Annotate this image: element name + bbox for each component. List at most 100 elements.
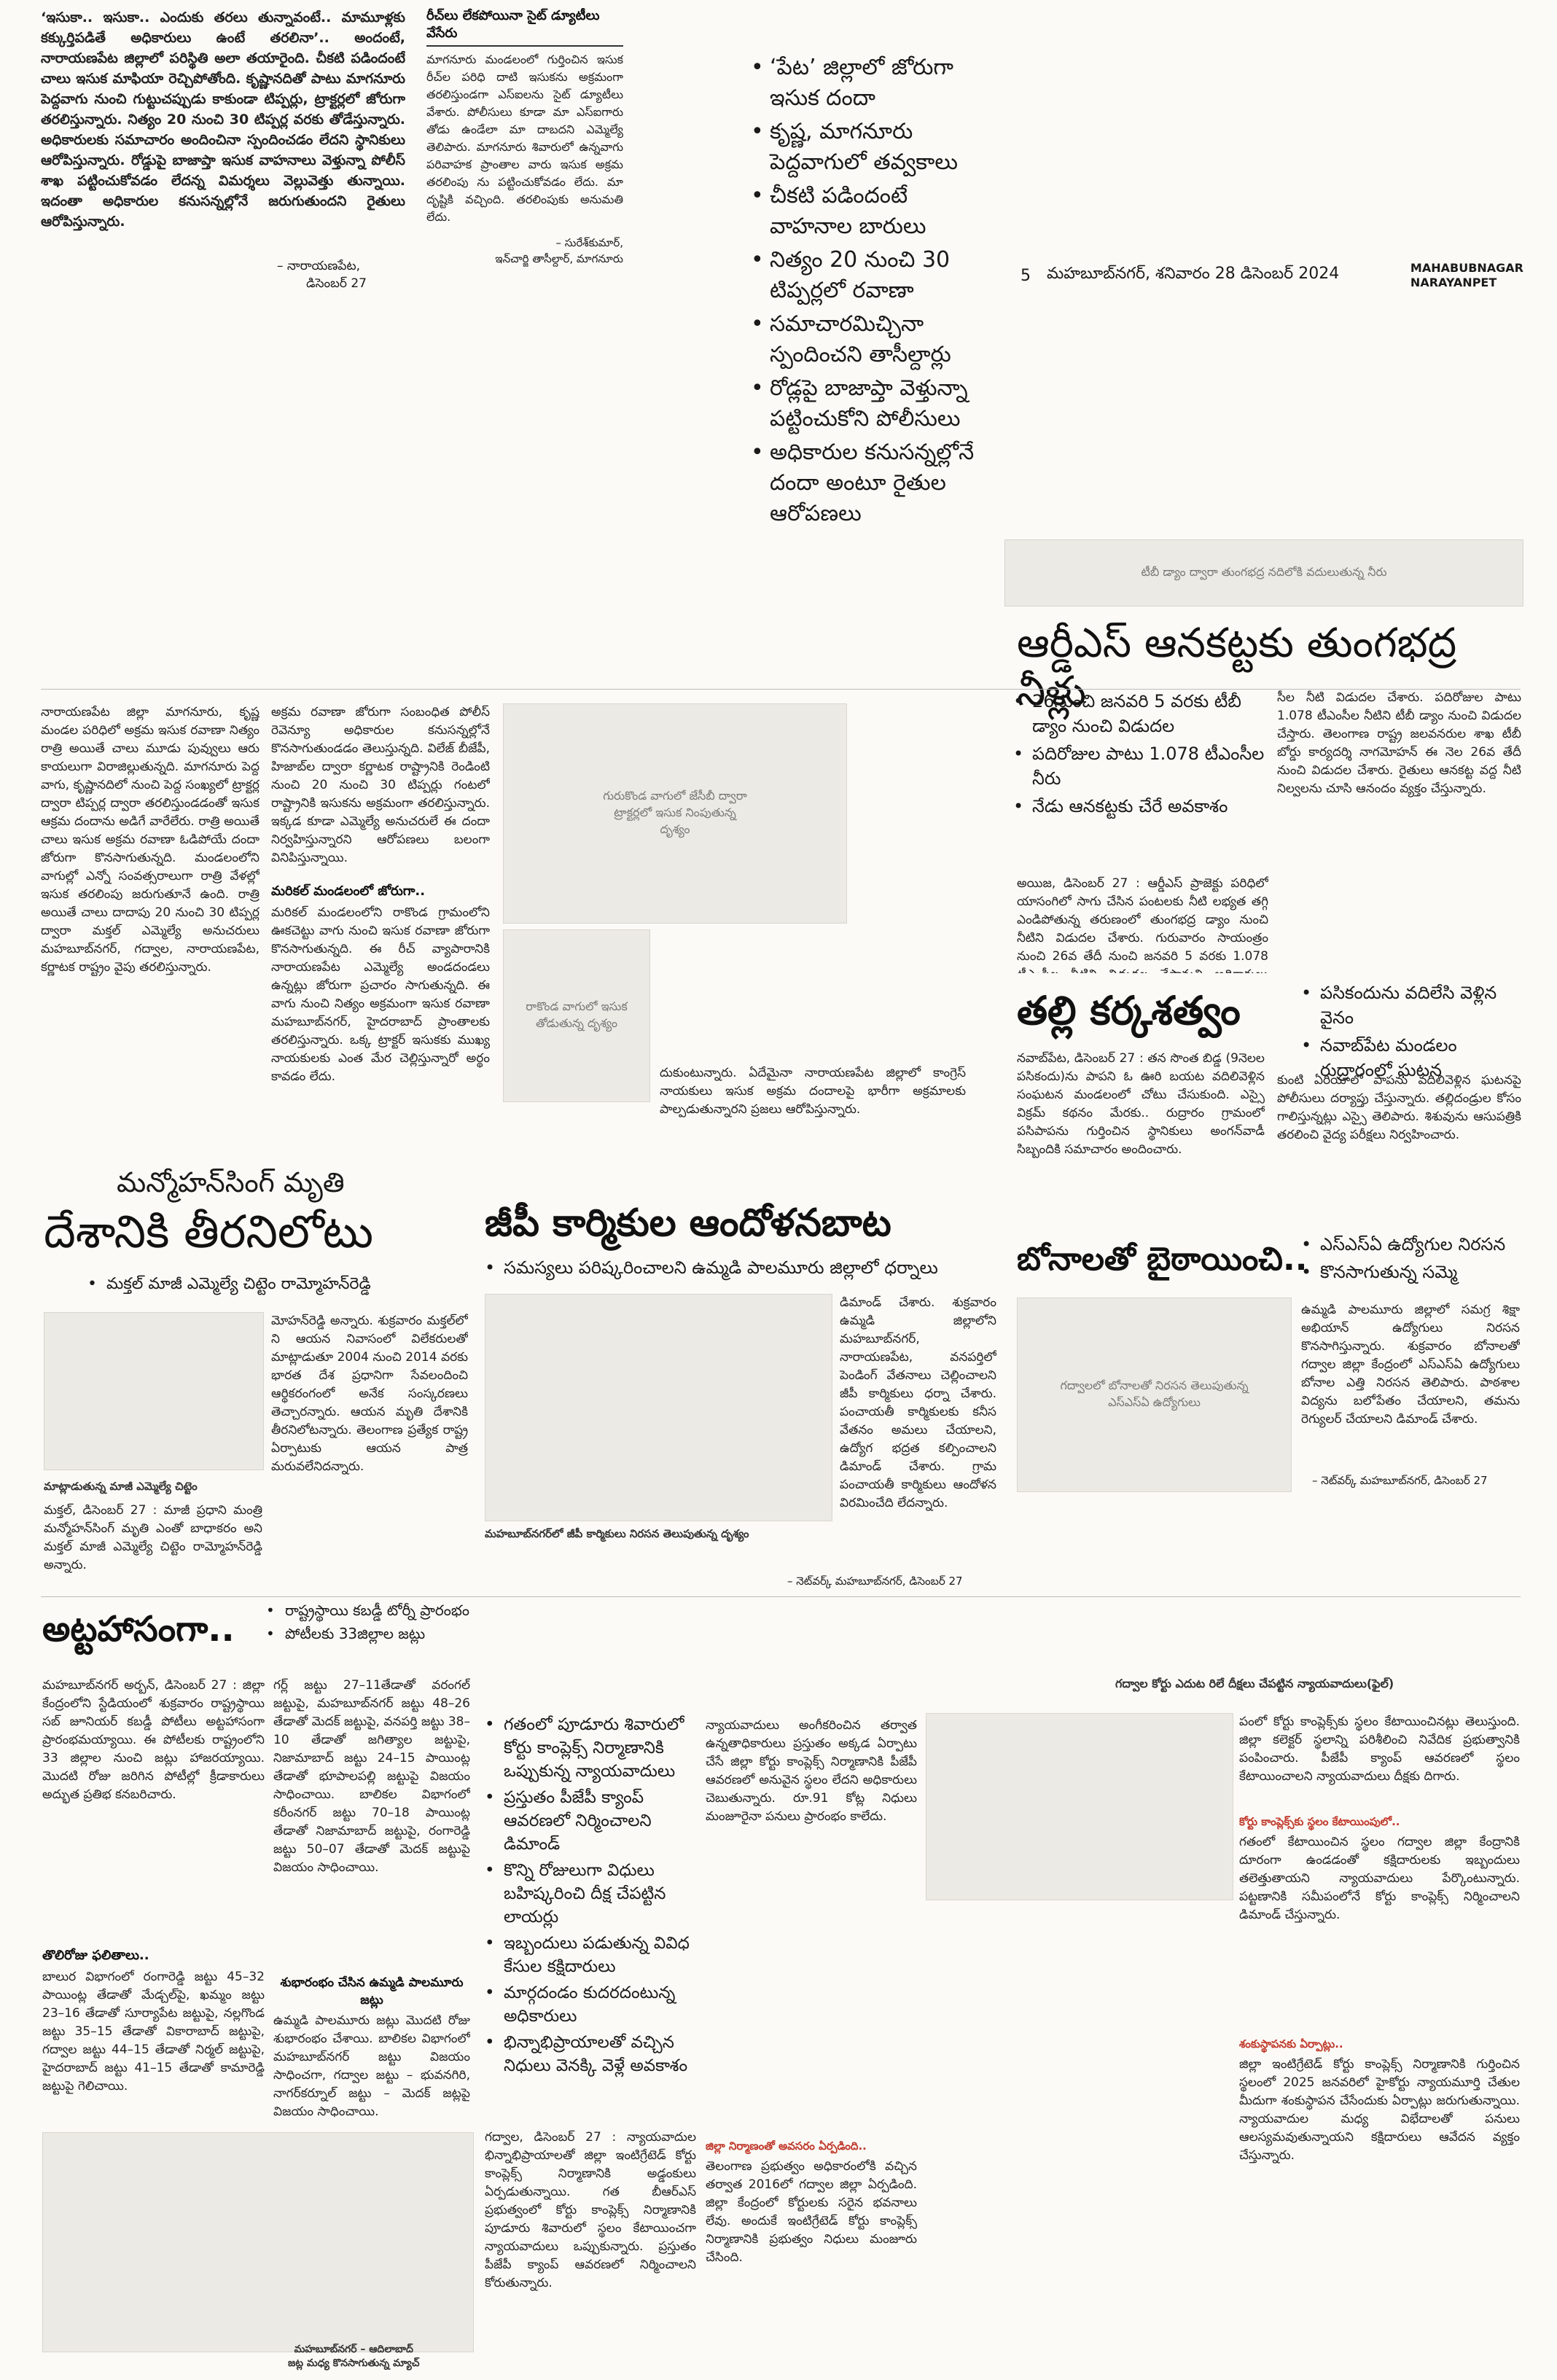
bonalu-body: ఉమ్మడి పాలమూరు జిల్లాలో సమగ్ర శిక్షా అభి…: [1301, 1303, 1520, 1427]
court-subhead-3: శంకుస్థాపనకు ఏర్పాట్లు..: [1239, 2037, 1343, 2051]
kabaddi-subhead-1: తొలిరోజు ఫలితాలు..: [42, 1948, 149, 1963]
river-head: రీచ్‌లు లేకపోయినా సైట్ డ్యూటీలు వేసేరు: [426, 7, 623, 47]
bonalu-highlights: ఎస్ఎస్ఏ ఉద్యోగుల నిరసన కొనసాగుతున్న సమ్మ…: [1301, 1232, 1523, 1287]
kabaddi-highlight: పోటీలకు 33జిల్లాల జట్లు: [266, 1623, 470, 1644]
kabaddi-subhead-2: శుభారంభం చేసిన ఉమ్మడి పాలమూరు జట్లు: [280, 1975, 464, 2008]
court-body-7: [926, 1910, 1232, 2354]
court-body-3: తెలంగాణ ప్రభుత్వం అధికారంలోకి వచ్చిన తర్…: [706, 2159, 917, 2265]
kabaddi-caption: మహబూబ్‌నగర్ – ఆదిలాబాద్ జట్ల మధ్య కొనసాగ…: [288, 2344, 419, 2371]
river-body: మాగనూరు మండలంలో గుర్తించిన ఇసుక రీచ్‌ల ప…: [426, 52, 623, 224]
manmohan-body-1: మక్తల్, డిసెంబర్ 27 : మాజీ ప్రధాని మంత్ర…: [44, 1503, 262, 1572]
manmohan-photo-caption: మాట్లాడుతున్న మాజీ ఎమ్మెల్యే చిట్టెం: [44, 1480, 198, 1493]
divider: [41, 1596, 1521, 1597]
edition-line1: MAHABUBNAGAR: [1410, 261, 1523, 275]
gp-photo-caption: మహబూబ్‌నగర్‌లో జీపీ కార్మికులు నిరసన తెల…: [485, 1527, 749, 1540]
tanker-subhead: మరికల్ మండలంలో జోరుగా..: [271, 883, 426, 899]
tanker-photo-1: గురుకొండ వాగులో జేసీబీ ద్వారా ట్రాక్టర్ల…: [503, 703, 847, 924]
sand-highlight: నిత్యం 20 నుంచి 30 టిప్పర్లలో రవాణా: [751, 245, 991, 306]
manmohan-kicker: మన్మోహన్‌సింగ్ మృతి: [117, 1166, 345, 1198]
bonalu-photo: గద్వాలలో బోనాలతో నిరసన తెలుపుతున్న ఎస్ఎస…: [1017, 1298, 1292, 1492]
mother-headline: తల్లి కర్కశత్వం: [1017, 988, 1241, 1034]
tanker-col3: దుకుంటున్నారు. ఏదేమైనా నారాయణపేట జిల్లాల…: [660, 1066, 966, 1117]
tanker-col2b: మరికల్ మండలంలోని రాకొండ గ్రామంలోని ఊకచెట…: [271, 905, 490, 1084]
court-subhead-2: కోర్టు కాంప్లెక్స్‌కు స్థలం కేటాయింపులో.…: [1239, 1815, 1400, 1828]
tanker-col2: అక్రమ రవాణా జోరుగా సంబంధిత పోలీస్ రెవెన్…: [271, 705, 490, 865]
sand-highlight: కృష్ణ, మాగనూరు పెద్దవాగులో తవ్వకాలు: [751, 117, 991, 178]
masthead: 5 మహబూబ్‌నగర్, శనివారం 28 డిసెంబర్ 2024 …: [1021, 261, 1523, 290]
sand-lead-signature: – నారాయణపేట, డిసెంబర్ 27: [277, 259, 367, 294]
court-highlight: కొన్ని రోజులుగా విధులు బహిష్కరించి దీక్ష…: [485, 1859, 696, 1929]
kabaddi-highlight: రాష్ట్రస్థాయి కబడ్డీ టోర్నీ ప్రారంభం: [266, 1600, 470, 1620]
kabaddi-body-1: మహబూబ్‌నగర్ అర్బన్, డిసెంబర్ 27 : జిల్లా…: [42, 1678, 265, 1802]
sand-highlight: రోడ్లపై బాజాప్తా వెళ్తున్నా పట్టించుకోని…: [751, 373, 991, 434]
mother-highlight: నవాబ్‌పేట మండలం రుద్రారంలో ఘటన: [1301, 1033, 1523, 1082]
tungabhadra-body-1: అయిజ, డిసెంబర్ 27 : ఆర్డీఎస్ ప్రాజెక్టు …: [1017, 876, 1268, 973]
kabaddi-body-4: ఉమ్మడి పాలమూరు జట్లు మొదటి రోజు శుభారంభం…: [273, 2013, 470, 2119]
tanker-col1: నారాయణపేట జిల్లా మాగనూరు, కృష్ణ మండల పరి…: [41, 705, 260, 975]
sand-sig-date: డిసెంబర్ 27: [306, 276, 367, 291]
mother-body-1: నవాబ్‌పేట, డిసెంబర్ 27 : తన సొంత బిడ్డ (…: [1017, 1051, 1265, 1157]
dam-photo-caption: టీబీ డ్యాం ద్వారా తుంగభద్ర నదిలోకి వదులు…: [1141, 564, 1387, 579]
court-body-1: గద్వాల, డిసెంబర్ 27 : న్యాయవాదుల భిన్నాభ…: [485, 2130, 696, 2290]
court-body-2: న్యాయవాదులు అంగీకరించిన తర్వాత ఉన్నతాధిక…: [706, 1718, 917, 1824]
tanker-photo-2-caption: రాకొండ వాగులో ఇసుక తోడుతున్న దృశ్యం: [526, 999, 628, 1030]
gp-highlight-list: సమస్యలు పరిష్కరించాలని ఉమ్మడి పాలమూరు జి…: [485, 1255, 995, 1283]
court-highlight: ప్రస్తుతం పీజేపీ క్యాంప్ ఆవరణలో నిర్మించ…: [485, 1786, 696, 1856]
kabaddi-photo: [42, 2132, 474, 2352]
court-highlight: భిన్నాభిప్రాయాలతో వచ్చిన నిధులు వెనక్కి …: [485, 2031, 696, 2077]
mother-highlight: పసికందును వదిలేసి వెళ్లిన వైనం: [1301, 980, 1523, 1030]
bonalu-signature: – నెట్‌వర్క్ మహబూబ్‌నగర్, డిసెంబర్ 27: [1312, 1474, 1488, 1487]
tungabhadra-highlight: 26నుంచి జనవరి 5 వరకు టీబీ డ్యాం నుంచి వి…: [1013, 689, 1265, 738]
page-number: 5: [1021, 266, 1031, 285]
dam-photo: టీబీ డ్యాం ద్వారా తుంగభద్ర నదిలోకి వదులు…: [1004, 539, 1523, 606]
court-kicker: గద్వాల కోర్టు ఎదుట రిలే దీక్షలు చేపట్టిన…: [1115, 1677, 1394, 1690]
sand-highlight: సమాచారమిచ్చినా స్పందించని తాసీల్దార్లు: [751, 309, 991, 370]
sand-lead-paragraph: ‘ఇసుకా.. ఇసుకా.. ఎందుకు తరలు తున్నావంటే.…: [41, 9, 405, 230]
manmohan-highlight-list: మక్తల్ మాజీ ఎమ్మెల్యే చిట్టెం రామ్మోహన్‌…: [87, 1272, 496, 1300]
tungabhadra-highlight: పదిరోజుల పాటు 1.078 టీఎంసీల నీరు: [1013, 741, 1265, 791]
manmohan-body-2: మోహన్‌రెడ్డి అన్నారు. శుక్రవారం మక్తల్‌ల…: [271, 1314, 468, 1474]
kabaddi-body-2: బాలుర విభాగంలో రంగారెడ్డి జట్టు 45–32 పా…: [42, 1970, 265, 2094]
sand-highlights: ‘పేట’ జిల్లాలో జోరుగా ఇసుక దందా కృష్ణ, మ…: [751, 52, 991, 532]
mother-highlights: పసికందును వదిలేసి వెళ్లిన వైనం నవాబ్‌పేట…: [1301, 980, 1523, 1085]
edition-label: MAHABUBNAGAR NARAYANPET: [1410, 261, 1523, 290]
court-highlights: గతంలో పూడూరు శివారులో కోర్టు కాంప్లెక్స్…: [485, 1713, 696, 2080]
tanker-photo-1-caption: గురుకొండ వాగులో జేసీబీ ద్వారా ట్రాక్టర్ల…: [603, 788, 747, 836]
gp-signature: – నెట్‌వర్క్ మహబూబ్‌నగర్, డిసెంబర్ 27: [787, 1575, 963, 1588]
kabaddi-highlights: రాష్ట్రస్థాయి కబడ్డీ టోర్నీ ప్రారంభం పోట…: [266, 1600, 470, 1647]
dateline: మహబూబ్‌నగర్, శనివారం 28 డిసెంబర్ 2024: [1047, 265, 1340, 283]
river-box: రీచ్‌లు లేకపోయినా సైట్ డ్యూటీలు వేసేరు మ…: [426, 7, 623, 284]
tungabhadra-body-2: సీల నీటి విడుదల చేశారు. పదిరోజుల పాటు 1.…: [1277, 690, 1521, 796]
kabaddi-caption-line2: జట్ల మధ్య కొనసాగుతున్న మ్యాచ్: [288, 2357, 420, 2369]
kabaddi-headline: అట్టహాసంగా..: [42, 1609, 235, 1650]
bonalu-photo-text: గద్వాలలో బోనాలతో నిరసన తెలుపుతున్న ఎస్ఎస…: [1060, 1378, 1249, 1409]
kabaddi-body-3: గర్ల్ జట్టు 27–11తేడాతో వరంగల్ జట్టుపై, …: [273, 1678, 470, 1875]
tungabhadra-highlights: 26నుంచి జనవరి 5 వరకు టీబీ డ్యాం నుంచి వి…: [1013, 689, 1265, 822]
court-subhead-1: జిల్లా నిర్మాణంతో అవసరం ఏర్పడింది..: [706, 2139, 867, 2153]
court-photo: [926, 1713, 1233, 1900]
divider: [41, 689, 1521, 690]
sand-highlight: చీకటి పడిందంటే వాహనాల బారులు: [751, 181, 991, 242]
court-body-5: గతంలో కేటాయించిన స్థలం గద్వాల జిల్లా కేం…: [1239, 1835, 1520, 1922]
tanker-photo-2: రాకొండ వాగులో ఇసుక తోడుతున్న దృశ్యం: [503, 929, 650, 1102]
sand-sig-place: – నారాయణపేట,: [277, 259, 361, 273]
edition-line2: NARAYANPET: [1410, 276, 1497, 289]
river-sig-title: ఇన్‌చార్జి తాసీల్దార్, మాగనూరు: [495, 252, 623, 265]
mother-body-2: కుంటి ఏరియాలో పాపను వదిలివెళ్లిన ఘటనపై ప…: [1277, 1073, 1521, 1142]
sand-highlight: ‘పేట’ జిల్లాలో జోరుగా ఇసుక దందా: [751, 52, 991, 114]
river-sig-name: – సురేశ్‌కుమార్,: [555, 236, 623, 249]
kabaddi-caption-line1: మహబూబ్‌నగర్ – ఆదిలాబాద్: [294, 2344, 413, 2355]
gp-headline: జీపీ కార్మికుల ఆందోళనబాట: [485, 1201, 891, 1245]
sand-highlight: అధికారుల కనుసన్నల్లోనే దందా అంటూ రైతుల ఆ…: [751, 437, 991, 529]
court-body-6: జిల్లా ఇంటిగ్రేటెడ్ కోర్టు కాంప్లెక్స్ న…: [1239, 2057, 1520, 2163]
gp-highlight: సమస్యలు పరిష్కరించాలని ఉమ్మడి పాలమూరు జి…: [485, 1255, 995, 1280]
bonalu-highlight: కొనసాగుతున్న సమ్మె: [1301, 1260, 1523, 1284]
manmohan-headline: దేశానికి తీరనిలోటు: [44, 1205, 374, 1258]
gp-body: డిమాండ్ చేశారు. శుక్రవారం ఉమ్మడి జిల్లాల…: [840, 1295, 996, 1510]
court-highlight: ఇబ్బందులు పడుతున్న వివిధ కేసుల కక్షిదారు…: [485, 1932, 696, 1978]
manmohan-photo: [44, 1312, 264, 1470]
tungabhadra-highlight: నేడు ఆనకట్టకు చేరే అవకాశం: [1013, 794, 1265, 819]
court-highlight: మార్గదండం కుదరదంటున్న అధికారులు: [485, 1981, 696, 2028]
court-highlight: గతంలో పూడూరు శివారులో కోర్టు కాంప్లెక్స్…: [485, 1713, 696, 1783]
river-signature: – సురేశ్‌కుమార్, ఇన్‌చార్జి తాసీల్దార్, …: [426, 236, 623, 268]
